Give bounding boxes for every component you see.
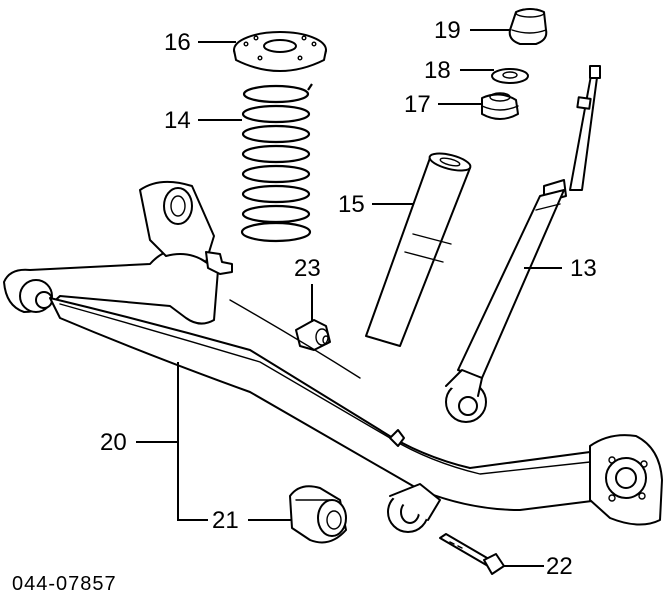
part-18-washer [491, 68, 529, 84]
callout-labels: 16 14 19 18 17 15 13 23 20 21 22 [100, 17, 597, 580]
callout-14: 14 [164, 107, 191, 134]
part-13-shock-absorber [445, 65, 601, 423]
part-22-bolt [439, 533, 505, 575]
part-16-upper-spring-seat [233, 31, 327, 72]
callout-16: 16 [164, 29, 191, 56]
leader-lines [136, 29, 562, 567]
part-21-axle-bushing [289, 485, 347, 544]
callout-20: 20 [100, 429, 127, 456]
part-15-dust-boot [365, 152, 472, 347]
part-19-bump-stop-cap [508, 8, 548, 45]
callout-15: 15 [338, 191, 365, 218]
part-20-rear-axle-beam [3, 180, 663, 533]
callout-22: 22 [546, 553, 573, 580]
callout-18: 18 [424, 57, 451, 84]
part-14-coil-spring [240, 83, 313, 243]
callout-17: 17 [404, 91, 431, 118]
leader-20-21 [177, 362, 208, 521]
part-17-mount-bushing [481, 92, 519, 120]
part-23-small-bushing [295, 319, 331, 351]
callout-19: 19 [434, 17, 461, 44]
callout-13: 13 [570, 255, 597, 282]
callout-21: 21 [212, 507, 239, 534]
diagram-reference-number: 044-07857 [12, 573, 117, 595]
callout-23: 23 [294, 255, 321, 282]
